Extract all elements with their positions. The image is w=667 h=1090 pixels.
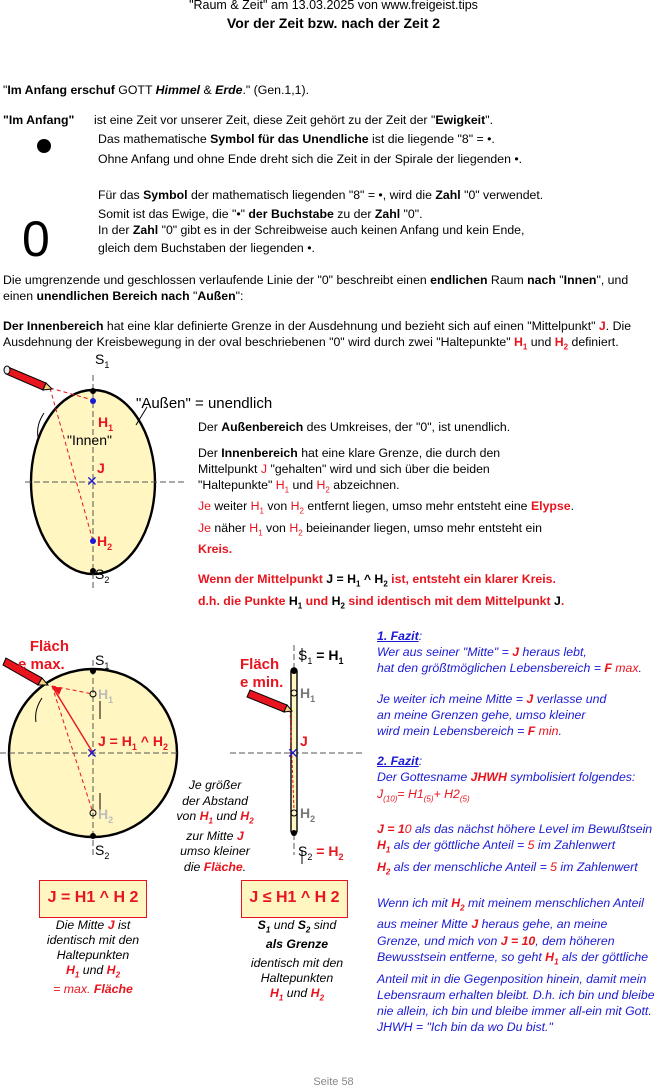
fig1-description: Der Außenbereich des Umkreises, der "0",… (198, 420, 575, 611)
fig1-aussen-label: "Außen" = unendlich (136, 395, 273, 412)
zero-line-3: In der Zahl "0" gibt es in der Schreibwe… (98, 223, 525, 237)
fig2-s2-label: S2 (95, 842, 110, 861)
s1-point (90, 668, 96, 674)
h1-point (89, 690, 97, 698)
pencil-icon (3, 365, 54, 391)
pencil-icon (2, 657, 50, 686)
flaeche-min-label: Fläch e min. (240, 656, 284, 691)
radius-line-h1 (49, 387, 94, 401)
fig1-s1-label: S1 (95, 351, 110, 370)
fig3-h2-label: H2 (300, 805, 316, 824)
fig1-h2-label: H2 (97, 533, 113, 552)
radius-line-h2 (49, 387, 94, 542)
fig3-h1-label: H1 (300, 685, 316, 704)
h1-point (90, 398, 96, 404)
fig3-caption: S1 und S2 sind als Grenze identisch mit … (250, 918, 344, 1003)
black-dot-icon (37, 139, 51, 153)
zero-line-1: Für das Symbol der mathematisch liegende… (98, 188, 544, 202)
genesis-quote: "Im Anfang erschuf GOTT Himmel & Erde." … (3, 83, 310, 97)
fig3-equation-box: J ≤ H1 ^ H 2 (241, 880, 348, 918)
page-number: Seite 58 (313, 1076, 354, 1088)
arrow-head-icon (52, 686, 62, 695)
s1-point (291, 668, 297, 674)
radius-line-j (51, 685, 94, 754)
symbol-line-2: Ohne Anfang und ohne Ende dreht sich die… (98, 152, 523, 166)
fig2-equation-box: J = H1 ^ H 2 (39, 880, 147, 918)
ellipse-diagram: ✕ (3, 365, 185, 590)
fig3-j-label: J (300, 733, 308, 749)
h2-point (290, 809, 298, 817)
fig2-j-equation: J = H1 ^ H2 (98, 733, 168, 752)
h2-point (89, 809, 97, 817)
zero-line-4: gleich dem Buchstaben der liegenden •. (98, 241, 315, 255)
anfang-text: ist eine Zeit vor unserer Zeit, diese Ze… (94, 113, 493, 127)
fig3-s1-label: S1 = H1 (298, 647, 344, 666)
s1-point (90, 388, 96, 394)
source-line: "Raum & Zeit" am 13.03.2025 von www.frei… (189, 0, 478, 12)
narrow-diagram: ✕ (230, 645, 365, 864)
radius-line (289, 709, 295, 811)
s2-point (90, 833, 96, 839)
fig1-s2-label: S2 (95, 566, 110, 585)
symbol-line-1: Das mathematische Symbol für das Unendli… (98, 132, 495, 146)
paragraph-2: Der Innenbereich hat eine klar definiert… (3, 319, 632, 352)
flaeche-max-label: Fläch (29, 638, 69, 655)
rotation-arrow (37, 412, 45, 438)
s2-point (291, 830, 297, 836)
fig2-h1-label: H1 (98, 686, 114, 705)
pencil-icon (246, 689, 293, 713)
fig2-caption: Die Mitte J ist identisch mit den Haltep… (46, 918, 140, 997)
anfang-label: "Im Anfang" (3, 113, 75, 127)
h1-point (290, 689, 298, 697)
j-point-icon: ✕ (287, 745, 299, 761)
paragraph-1: Die umgrenzende und geschlossen verlaufe… (3, 273, 629, 303)
flaeche-max-label-2: e max. (18, 656, 65, 673)
circle-diagram: ✕ (0, 657, 179, 855)
fig2-s1-label: S1 (95, 652, 110, 671)
h2-point (90, 538, 96, 544)
middle-note: Je größer der Abstand von H1 und H2 zur … (176, 778, 254, 874)
fig1-j-label: J (97, 460, 105, 476)
page-title: Vor der Zeit bzw. nach der Zeit 2 (226, 15, 441, 31)
rotation-arrow (35, 697, 43, 723)
fig1-innen-label: "Innen" (67, 432, 112, 448)
j-point-icon: ✕ (86, 473, 98, 489)
s2-point (90, 568, 96, 574)
zero-line-2: Somit ist das Ewige, die "•" der Buchsta… (98, 207, 423, 221)
zero-glyph: 0 (22, 211, 50, 267)
fig2-h2-label: H2 (98, 806, 114, 825)
j-point-icon: ✕ (86, 745, 98, 761)
fig3-s2-label: S2 = H2 (298, 843, 344, 862)
fazit-section: 1. Fazit: Wer aus seiner "Mitte" = J her… (377, 629, 655, 1035)
aussen-pointer (135, 406, 148, 426)
radius-line-h2 (51, 685, 94, 814)
fig1-h1-label: H1 (98, 414, 114, 433)
